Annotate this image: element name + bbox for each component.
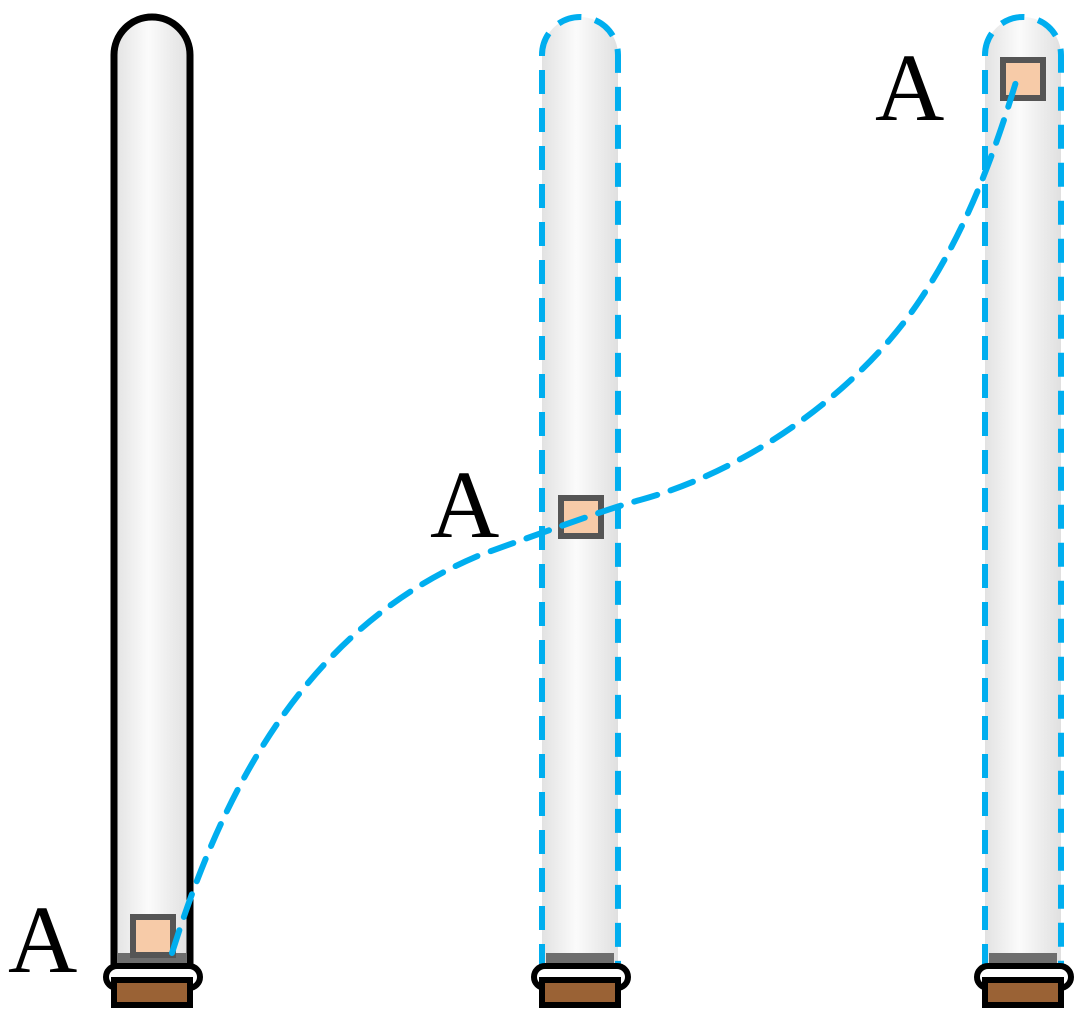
object-a-1 bbox=[130, 914, 176, 958]
tube-1-stopper bbox=[111, 977, 193, 1008]
tube-2 bbox=[531, 14, 631, 1008]
tube-3-body bbox=[982, 14, 1064, 971]
tube-3 bbox=[974, 14, 1074, 1008]
object-a-3 bbox=[1000, 57, 1046, 101]
label-a-1: A bbox=[8, 886, 77, 993]
label-a-3: A bbox=[875, 34, 944, 141]
tube-1-body bbox=[110, 13, 194, 972]
tube-1 bbox=[103, 13, 203, 1008]
tube-2-stopper bbox=[539, 977, 621, 1008]
trajectory-curve bbox=[169, 72, 1021, 956]
label-a-2: A bbox=[430, 451, 499, 558]
tube-2-body bbox=[539, 14, 621, 971]
tube-3-stopper bbox=[982, 977, 1064, 1008]
